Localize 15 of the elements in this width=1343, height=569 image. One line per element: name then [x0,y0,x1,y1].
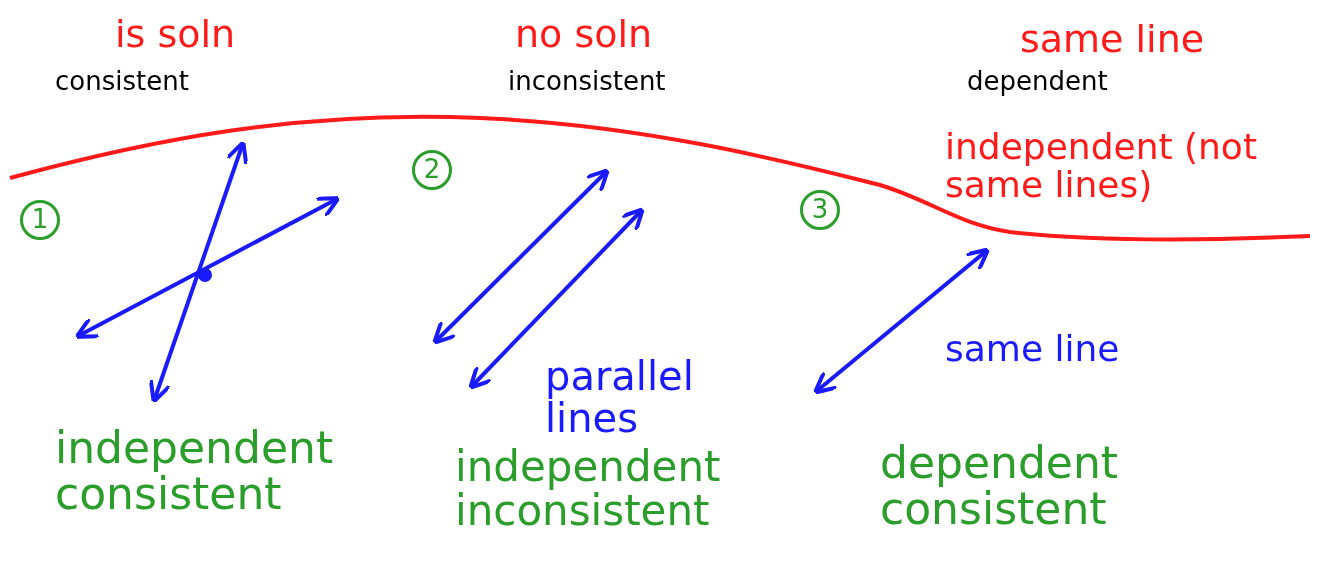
callout-number: 3 [800,190,840,230]
note: independent (not same lines) [945,128,1258,204]
callout-number: 1 [20,200,60,240]
heading: consistent [55,68,190,96]
note: same line [945,330,1121,368]
callout-number: 2 [412,150,452,190]
heading: dependent [967,68,1109,96]
note: no soln [515,15,654,55]
note: dependent consistent [880,440,1120,533]
heading: inconsistent [508,68,667,96]
note: is soln [115,15,237,55]
note: parallel lines [545,355,695,439]
note: independent consistent [55,425,335,518]
note: independent inconsistent [455,445,722,534]
note: same line [1020,20,1206,60]
